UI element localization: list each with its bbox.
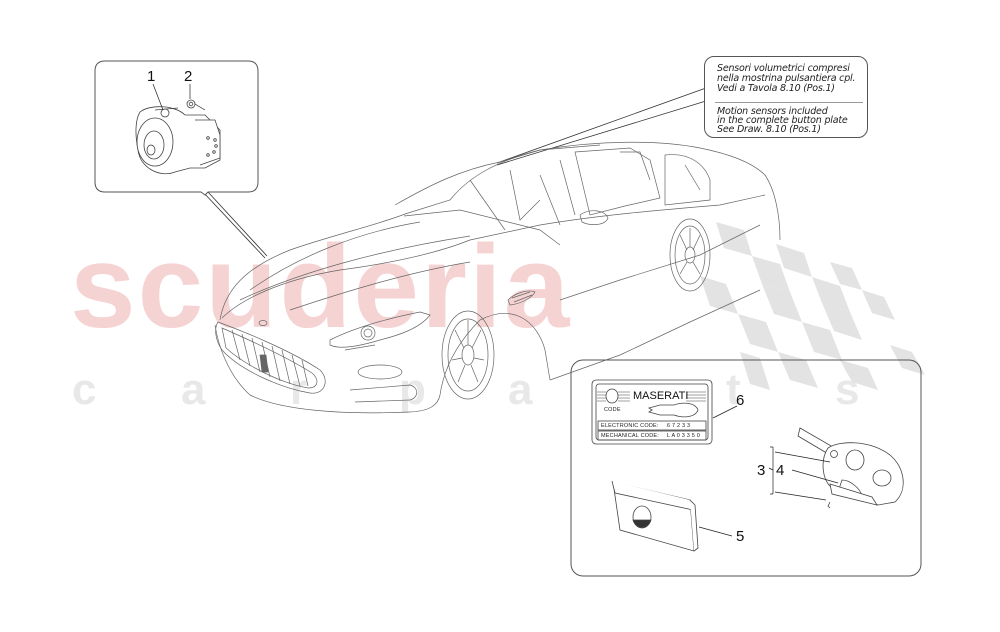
remote-key — [797, 427, 904, 509]
car-outline — [214, 141, 781, 414]
watermark-letter: p — [399, 365, 426, 414]
note-en-line-3: See Draw. 8.10 (Pos.1) — [717, 124, 821, 135]
note-it-line-2: nella mostrina pulsantiera cpl. — [717, 73, 856, 84]
watermark-scuderia: scuderia — [70, 221, 572, 353]
callout-5[interactable]: 5 — [736, 528, 745, 545]
code-tag-code-label: CODE — [604, 407, 621, 413]
watermark-letter: t — [726, 365, 741, 414]
callout-1[interactable]: 1 — [147, 68, 156, 85]
watermark-letter: c — [72, 365, 97, 414]
code-tag-electronic-label: ELECTRONIC CODE: — [601, 423, 659, 429]
note-en-line-1: Motion sensors included — [717, 106, 828, 117]
watermark-letter: a — [181, 365, 206, 414]
callout-4[interactable]: 4 — [776, 462, 785, 479]
watermark-car-parts: carparts — [72, 368, 944, 412]
checkered-flag-icon — [700, 222, 925, 390]
watermark-letter: r — [290, 365, 308, 414]
callout-6[interactable]: 6 — [736, 392, 745, 409]
code-tag-brand: MASERATI — [633, 390, 689, 402]
code-tag-mechanical-label: MECHANICAL CODE: — [601, 433, 660, 439]
callout-3[interactable]: 3 — [757, 462, 766, 479]
note-it-line-1: Sensori volumetrici compresi — [717, 63, 850, 74]
note-divider — [715, 102, 863, 103]
key-wallet — [611, 480, 699, 552]
code-tag — [591, 379, 713, 445]
callout-2[interactable]: 2 — [184, 68, 193, 85]
siren-drawing — [135, 99, 221, 175]
watermark-letter: a — [508, 365, 533, 414]
note-callout-box: Sensori volumetrici compresi nella mostr… — [704, 56, 868, 138]
note-it-line-3: Vedi a Tavola 8.10 (Pos.1) — [717, 83, 835, 94]
inset-accessories-frame — [570, 359, 922, 577]
code-tag-mechanical-value: L A 0 3 3 5 0 — [667, 433, 700, 439]
note-en-line-2: in the complete button plate — [717, 115, 848, 126]
code-tag-electronic-value: 6 7 2 3 3 — [667, 423, 691, 429]
